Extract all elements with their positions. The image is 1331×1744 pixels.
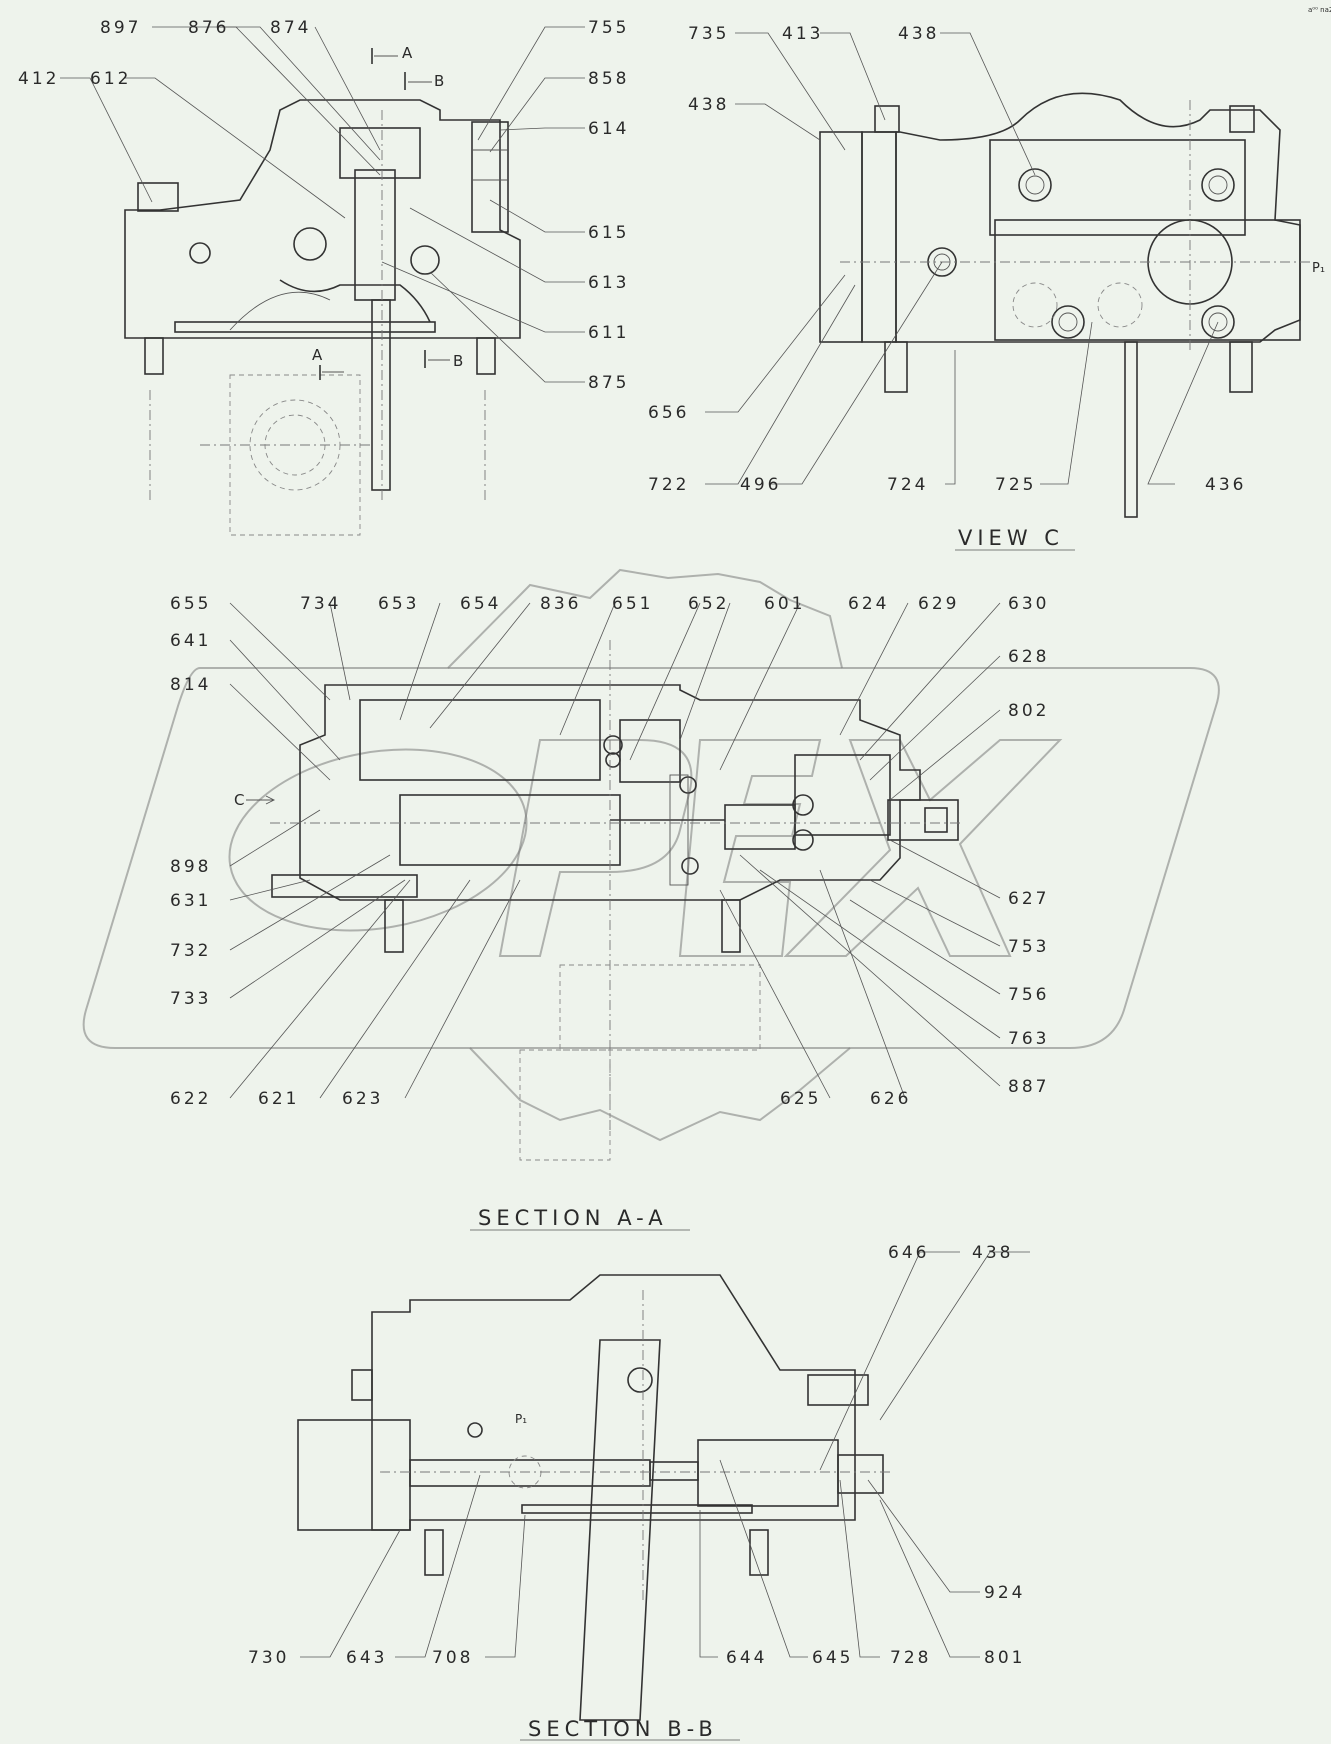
part-number-label: 763 (1008, 1029, 1049, 1049)
part-number-label: 887 (1008, 1077, 1049, 1097)
part-number-label: 814 (170, 675, 211, 695)
part-number-label: 644 (726, 1648, 767, 1668)
part-number-label: 733 (170, 989, 211, 1009)
part-number-label: 624 (848, 594, 889, 614)
leader-lines (60, 26, 1219, 1741)
part-number-label: 653 (378, 594, 419, 614)
part-number-label: 438 (898, 24, 939, 44)
part-number-label: 756 (1008, 985, 1049, 1005)
section-b-port-label: P₁ (515, 1412, 527, 1426)
part-number-label: 753 (1008, 937, 1049, 957)
part-number-labels: 897 876 874 755 858 614 615 613 611 875 412 612 735 4… (18, 18, 1246, 1668)
part-number-label: 708 (432, 1648, 473, 1668)
part-number-label: 654 (460, 594, 501, 614)
part-number-label: 897 (100, 18, 141, 38)
part-number-label: 858 (588, 69, 629, 89)
part-number-label: 655 (170, 594, 211, 614)
view-c-marker: C (234, 791, 244, 809)
section-marker-b-top: B (434, 72, 444, 90)
part-number-label: 646 (888, 1243, 929, 1263)
part-number-label: 622 (170, 1089, 211, 1109)
watermark-logo (82, 568, 1220, 1142)
part-number-label: 630 (1008, 594, 1049, 614)
part-number-label: 626 (870, 1089, 911, 1109)
part-number-label: 728 (890, 1648, 931, 1668)
part-number-label: 601 (764, 594, 805, 614)
part-number-label: 874 (270, 18, 311, 38)
section-b-b: P₁ (297, 1274, 890, 1721)
section-a-title: SECTION A-A (478, 1206, 668, 1230)
view-c-port-label: P₁ (1312, 261, 1325, 276)
part-number-label: 615 (588, 223, 629, 243)
part-number-label: 652 (688, 594, 729, 614)
part-number-label: 875 (588, 373, 629, 393)
part-number-label: 438 (972, 1243, 1013, 1263)
part-number-label: 732 (170, 941, 211, 961)
part-number-label: 641 (170, 631, 211, 651)
part-number-label: 628 (1008, 647, 1049, 667)
part-number-label: 802 (1008, 701, 1049, 721)
corner-mark: a⁰⁰ na2 (1308, 6, 1331, 14)
part-number-label: 412 (18, 69, 59, 89)
part-number-label: 898 (170, 857, 211, 877)
part-number-label: 629 (918, 594, 959, 614)
part-number-label: 611 (588, 323, 629, 343)
part-number-label: 621 (258, 1089, 299, 1109)
part-number-label: 734 (300, 594, 341, 614)
part-number-label: 496 (740, 475, 781, 495)
part-number-label: 730 (248, 1648, 289, 1668)
part-number-label: 643 (346, 1648, 387, 1668)
section-b-title: SECTION B-B (528, 1717, 718, 1741)
part-number-label: 623 (342, 1089, 383, 1109)
section-marker-a-bottom: A (312, 346, 323, 364)
part-number-label: 614 (588, 119, 629, 139)
part-number-label: 724 (887, 475, 928, 495)
part-number-label: 722 (648, 475, 689, 495)
part-number-label: 725 (995, 475, 1036, 495)
part-number-label: 801 (984, 1648, 1025, 1668)
part-number-label: 413 (782, 24, 823, 44)
top-left-view: A B A B (124, 44, 521, 536)
section-marker-a-top: A (402, 44, 413, 62)
part-number-label: 755 (588, 18, 629, 38)
part-number-label: 735 (688, 24, 729, 44)
part-number-label: 631 (170, 891, 211, 911)
section-marker-b-bottom: B (453, 352, 463, 370)
part-number-label: 924 (984, 1583, 1025, 1603)
part-number-label: 876 (188, 18, 229, 38)
part-number-label: 645 (812, 1648, 853, 1668)
part-number-label: 656 (648, 403, 689, 423)
part-number-label: 625 (780, 1089, 821, 1109)
part-number-label: 836 (540, 594, 581, 614)
part-number-label: 436 (1205, 475, 1246, 495)
part-number-label: 651 (612, 594, 653, 614)
part-number-label: 612 (90, 69, 131, 89)
part-number-label: 613 (588, 273, 629, 293)
view-c-title: VIEW C (958, 526, 1064, 550)
view-c: P₁ (819, 92, 1325, 518)
part-number-label: 627 (1008, 889, 1049, 909)
part-number-label: 438 (688, 95, 729, 115)
section-a-a: C (234, 640, 960, 1161)
